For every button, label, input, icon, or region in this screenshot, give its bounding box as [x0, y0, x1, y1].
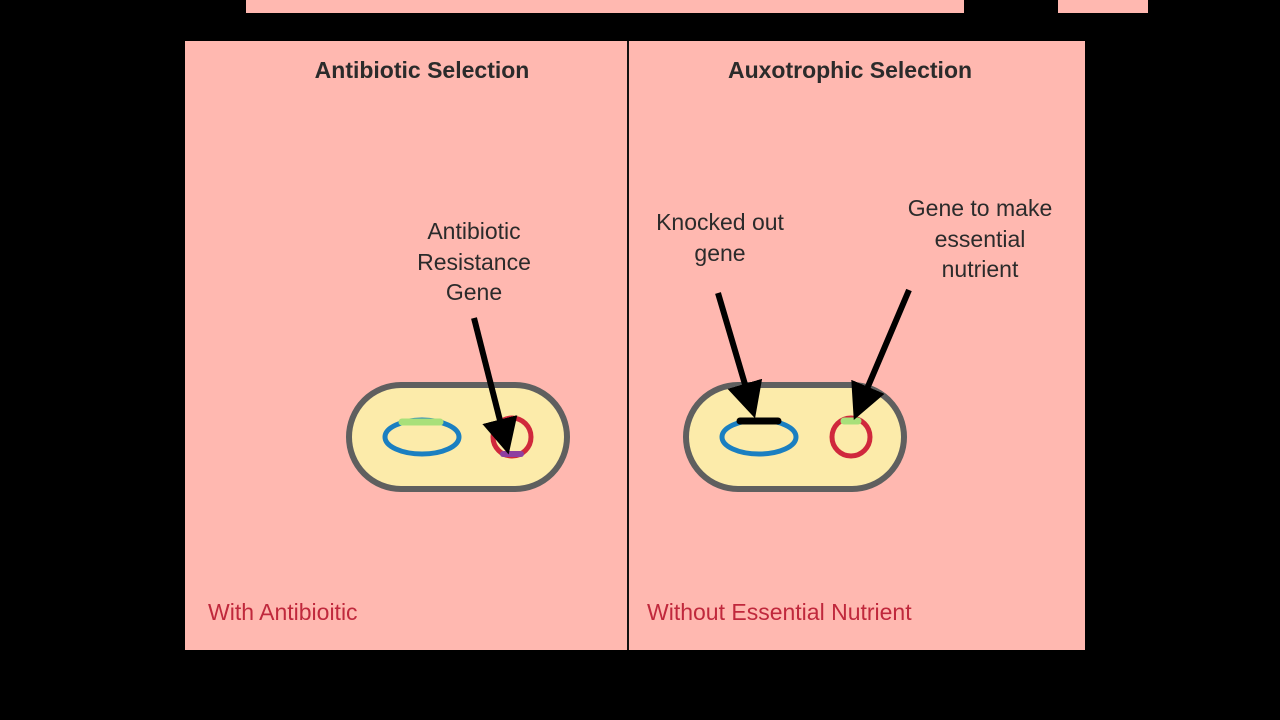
- panel-divider: [627, 41, 629, 650]
- knocked-out-gene-label: Knocked out gene: [656, 207, 784, 268]
- label-line: Gene to make: [907, 195, 1053, 221]
- label-line: Gene: [445, 279, 503, 305]
- label-line: Antibiotic: [427, 218, 521, 244]
- essential-gene-arrow: [851, 288, 912, 420]
- label-line: Knocked out: [656, 209, 784, 235]
- knocked-out-gene-arrow: [715, 292, 763, 419]
- antibiotic-selection-title: Antibiotic Selection: [314, 57, 530, 83]
- with-antibiotic-condition: With Antibioitic: [208, 599, 358, 625]
- label-line: nutrient: [941, 256, 1019, 282]
- auxotrophic-selection-panel: [629, 41, 1085, 650]
- without-nutrient-condition: Without Essential Nutrient: [647, 599, 912, 625]
- label-line: Resistance: [417, 248, 531, 275]
- top-banner-strip: [246, 0, 964, 13]
- bacterium-cell-left: [346, 382, 570, 492]
- bacterium-cell-right: [683, 382, 907, 492]
- antibiotic-resistance-gene-label: Antibiotic Resistance Gene: [417, 216, 531, 308]
- label-line: essential: [934, 225, 1026, 252]
- auxotrophic-selection-title: Auxotrophic Selection: [727, 57, 973, 83]
- top-banner-strip-small: [1058, 0, 1148, 13]
- resistance-gene-arrow: [471, 317, 518, 455]
- essential-nutrient-gene-label: Gene to make essential nutrient: [908, 193, 1052, 285]
- antibiotic-selection-panel: [185, 41, 627, 650]
- label-line: gene: [694, 239, 746, 266]
